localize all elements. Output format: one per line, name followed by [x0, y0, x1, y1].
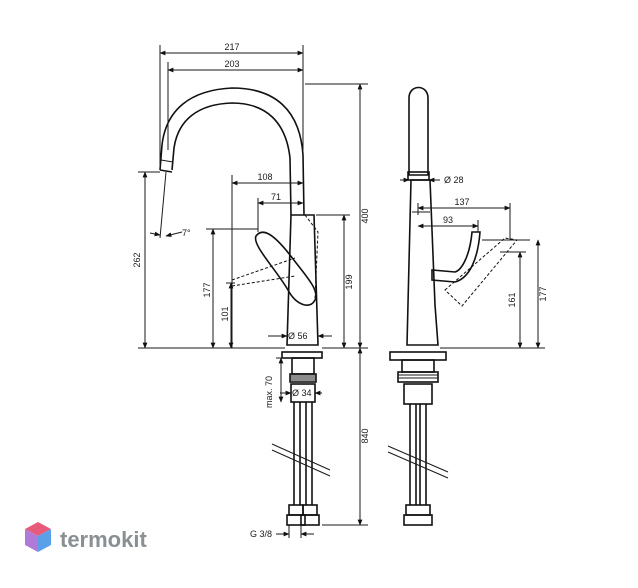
lever-open-position [231, 257, 296, 287]
dim-max-70: max. 70 [264, 376, 274, 408]
dim-g-3-8: G 3/8 [250, 529, 272, 539]
side-lever [431, 231, 481, 283]
dim-diameter-28: Ø 28 [444, 175, 464, 185]
faucet-body [286, 214, 319, 346]
angle-7deg: 7° [182, 228, 191, 238]
thread-rings [290, 375, 316, 381]
side-thread-rings [398, 374, 438, 379]
dim-71: 71 [271, 192, 281, 202]
front-view: 217 203 108 71 400 199 262 177 101 [132, 42, 370, 539]
termokit-logo: termokit [25, 522, 147, 552]
cube-logo-icon [25, 522, 51, 552]
dim-199: 199 [344, 274, 354, 289]
dim-93: 93 [443, 215, 453, 225]
dim-161: 161 [507, 292, 517, 307]
side-view: Ø 28 137 93 161 177 [387, 86, 548, 526]
dim-840: 840 [360, 428, 370, 443]
dim-217: 217 [224, 42, 239, 52]
dim-diameter-56: Ø 56 [288, 331, 308, 341]
lever-handle [254, 231, 317, 306]
dim-177-left: 177 [202, 282, 212, 297]
dim-101: 101 [220, 306, 230, 321]
base-plate [281, 351, 323, 359]
dim-137: 137 [454, 197, 469, 207]
dim-400: 400 [360, 208, 370, 223]
spout-outline [159, 87, 305, 216]
dim-108: 108 [257, 172, 272, 182]
dim-diameter-34: Ø 34 [292, 388, 312, 398]
dim-203: 203 [224, 59, 239, 69]
spout-inner [171, 102, 292, 216]
dim-177-right: 177 [538, 286, 548, 301]
side-body [406, 179, 439, 346]
brand-name: termokit [60, 527, 147, 552]
dim-262: 262 [132, 252, 142, 267]
side-spout [408, 86, 429, 176]
